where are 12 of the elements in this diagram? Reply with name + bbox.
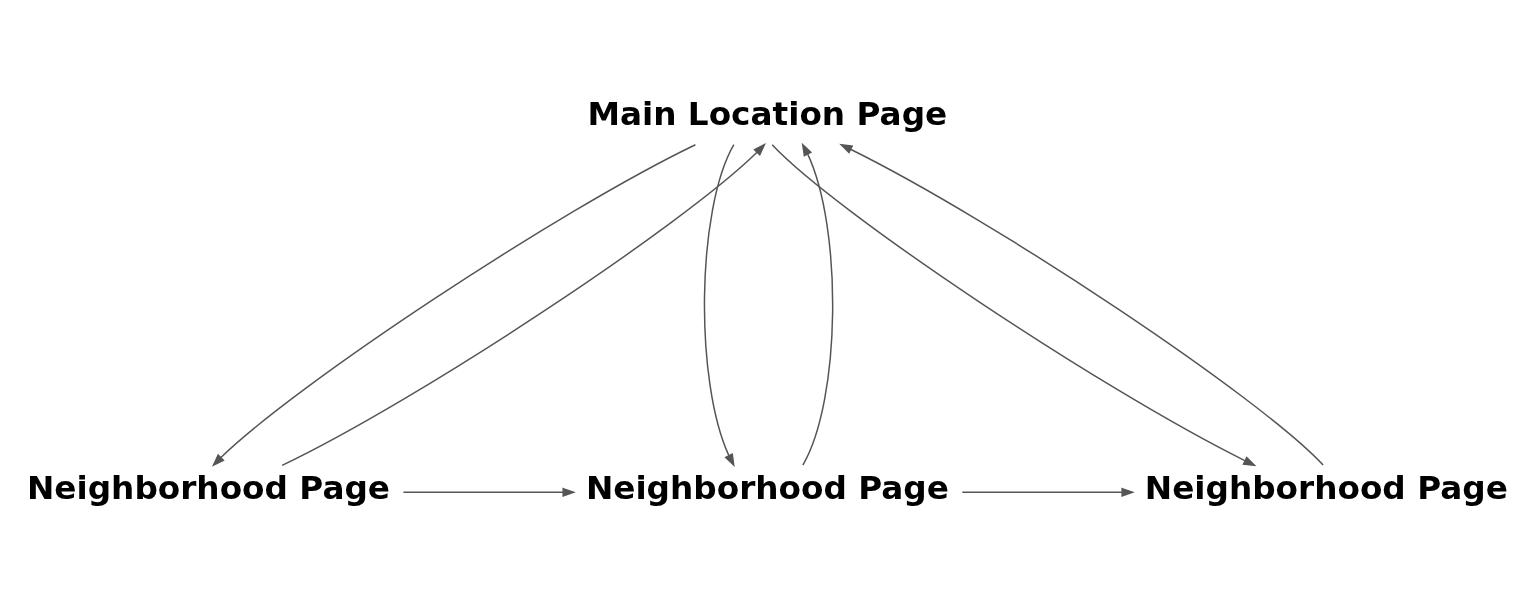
node-text: Neighborhood Page	[585, 469, 949, 508]
node-text: Main Location Page	[587, 94, 948, 133]
arrow	[211, 144, 697, 467]
arrow	[771, 144, 1257, 467]
arrow	[402, 487, 576, 497]
arrow	[961, 487, 1135, 497]
node-text: Neighborhood Page	[1144, 469, 1508, 508]
arrow	[801, 142, 834, 466]
arrow	[703, 144, 735, 468]
arrow	[839, 143, 1324, 466]
node-text: Neighborhood Page	[26, 469, 391, 508]
arrow	[281, 143, 766, 467]
